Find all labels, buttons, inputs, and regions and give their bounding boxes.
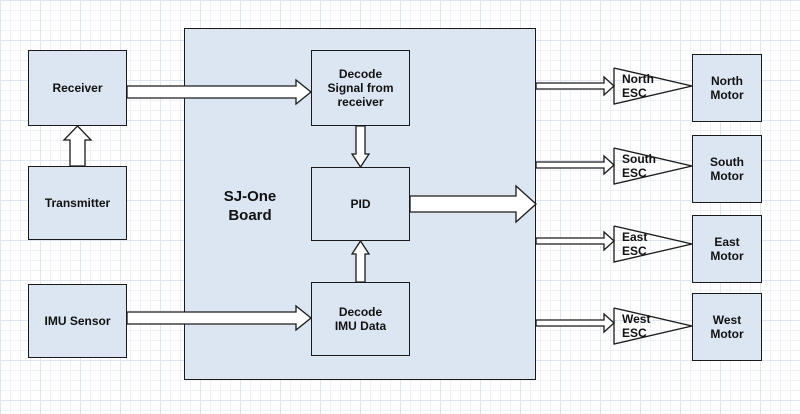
south-motor-label: South Motor [710, 155, 744, 183]
pid-block: PID [311, 167, 410, 241]
pid-label: PID [350, 197, 371, 211]
board-label: SJ-One Board [223, 188, 277, 224]
south-motor-block: South Motor [692, 135, 762, 203]
arrow-pid-output [409, 184, 537, 224]
west-motor-block: West Motor [692, 293, 762, 361]
decode-signal-label: Decode Signal from receiver [327, 67, 394, 109]
decode-imu-label: Decode IMU Data [334, 305, 387, 333]
west-esc: West ESC [614, 308, 650, 344]
south-esc: South ESC [614, 148, 656, 184]
arrow-decode-signal-to-pid [350, 125, 371, 169]
receiver-block: Receiver [28, 50, 127, 126]
south-esc-bracket [613, 147, 693, 185]
east-esc: East ESC [614, 226, 647, 262]
north-esc-bracket [613, 67, 693, 105]
transmitter-label: Transmitter [44, 196, 111, 210]
north-motor-label: North Motor [710, 74, 744, 102]
west-motor-label: West Motor [710, 313, 744, 341]
arrow-to-north-esc [535, 75, 615, 97]
arrow-to-south-esc [535, 154, 615, 176]
arrow-decode-imu-to-pid [350, 239, 371, 283]
decode-signal-block: Decode Signal from receiver [311, 50, 410, 126]
west-esc-bracket [613, 307, 693, 345]
decode-imu-block: Decode IMU Data [311, 282, 410, 356]
arrow-receiver-to-decode-signal [126, 78, 313, 106]
south-esc-label: South ESC [622, 152, 656, 180]
east-motor-label: East Motor [710, 235, 744, 263]
imu-sensor-label: IMU Sensor [44, 314, 111, 328]
north-motor-block: North Motor [692, 54, 762, 122]
arrow-to-west-esc [535, 312, 615, 334]
arrow-transmitter-to-receiver [62, 125, 93, 167]
imu-sensor-block: IMU Sensor [28, 284, 127, 358]
arrow-to-east-esc [535, 230, 615, 252]
transmitter-block: Transmitter [28, 166, 127, 240]
receiver-label: Receiver [52, 81, 103, 95]
arrow-imu-to-decode-imu [126, 304, 313, 332]
east-esc-bracket [613, 225, 693, 263]
east-motor-block: East Motor [692, 215, 762, 283]
east-esc-label: East ESC [622, 230, 648, 258]
west-esc-label: West ESC [622, 312, 651, 340]
